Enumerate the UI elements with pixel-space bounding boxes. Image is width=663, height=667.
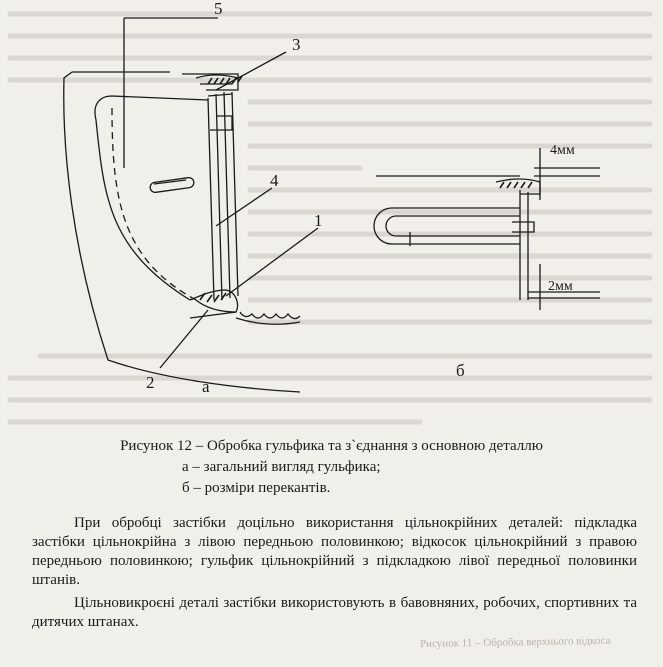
body-paragraph-1: При обробці застібки доцільно використан… bbox=[32, 515, 637, 588]
figure-caption-item-b: б – розміри перекантів. bbox=[182, 480, 331, 496]
leader-2 bbox=[159, 309, 209, 369]
dim-label-4mm: 4мм bbox=[550, 143, 575, 158]
fly-bottom-end bbox=[189, 289, 239, 319]
view-a-label: а bbox=[202, 377, 210, 396]
binding-hatch-b bbox=[499, 181, 533, 189]
leader-1 bbox=[225, 227, 319, 297]
trouser-front-outline bbox=[63, 71, 301, 393]
fly-panel-left bbox=[94, 95, 209, 121]
callout-5: 5 bbox=[214, 0, 223, 18]
view-b-label: б bbox=[456, 361, 465, 380]
bleed-through-text: Рисунок 11 – Обробка верхнього відкоса bbox=[419, 634, 611, 651]
callout-2: 2 bbox=[146, 373, 155, 392]
callout-3: 3 bbox=[292, 35, 301, 54]
binding-hatch-top bbox=[207, 75, 243, 85]
leader-3 bbox=[215, 51, 287, 91]
figure-caption-title: Рисунок 12 – Обробка гульфика та з`єднан… bbox=[120, 438, 543, 454]
loop-shape bbox=[373, 207, 520, 245]
callout-4: 4 bbox=[270, 171, 279, 190]
dim-label-2mm: 2мм bbox=[548, 279, 573, 294]
figure-12-drawing: 5 3 4 1 2 а б 4мм 2мм bbox=[63, 0, 600, 396]
body-paragraph-2: Цільновикроєні деталі застібки використо… bbox=[32, 595, 637, 630]
fly-buttonhole bbox=[149, 176, 195, 194]
hem-binding bbox=[239, 311, 301, 320]
figure-caption-item-a: а – загальний вигляд гульфика; bbox=[182, 459, 381, 475]
fly-strip bbox=[207, 97, 215, 301]
callout-1: 1 bbox=[314, 211, 323, 230]
binding-hatch-bottom bbox=[199, 292, 227, 303]
fly-topstitch-dashed bbox=[111, 107, 197, 301]
leader-4 bbox=[215, 187, 273, 227]
